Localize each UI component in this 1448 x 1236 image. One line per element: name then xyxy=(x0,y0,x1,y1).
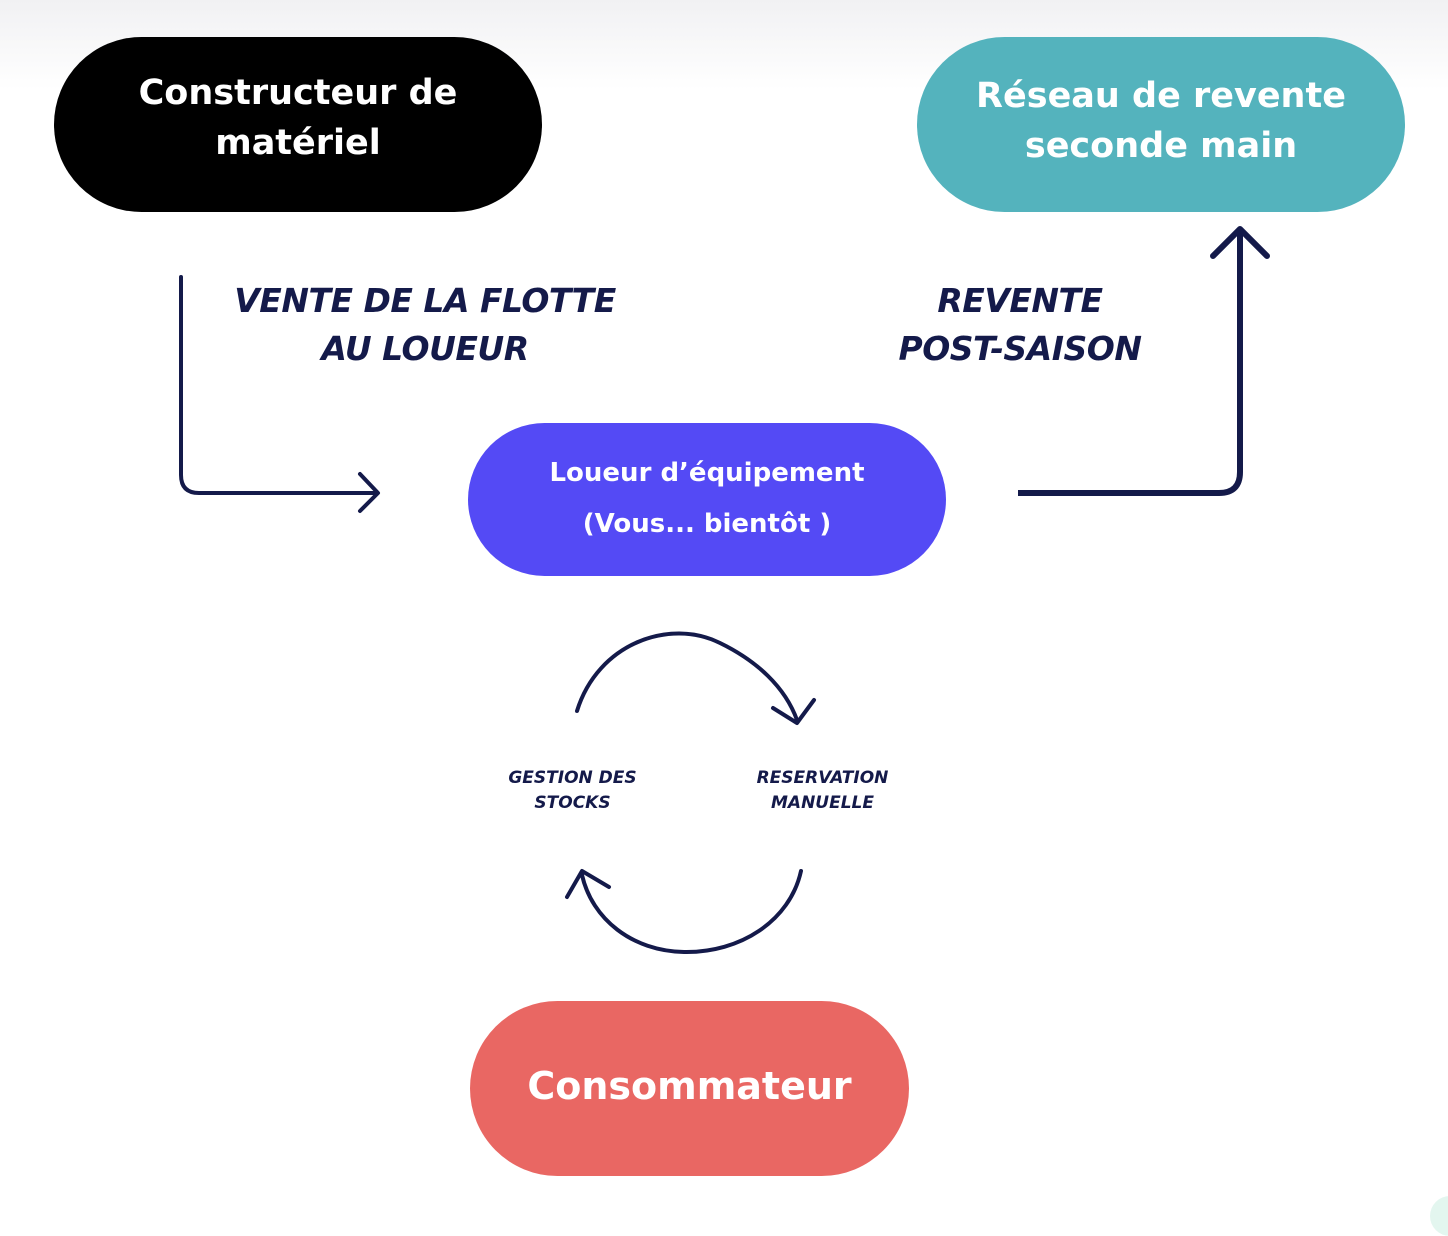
cycle-label-reservation: RESERVATION MANUELLE xyxy=(730,766,915,816)
node-reseau-line2: seconde main xyxy=(1024,125,1298,166)
arrow-vente-line xyxy=(179,275,379,495)
cycle-label-reservation-line2: MANUELLE xyxy=(771,793,874,813)
node-reseau: Réseau de revente seconde main xyxy=(917,37,1405,212)
cycle-arc-bottom-head xyxy=(565,869,611,899)
node-constructeur-line1: Constructeur de xyxy=(138,72,458,113)
edge-label-vente: VENTE DE LA FLOTTE AU LOUEUR xyxy=(205,277,645,373)
arrow-vente-head xyxy=(358,472,380,513)
node-reseau-line1: Réseau de revente xyxy=(976,75,1346,116)
edge-label-vente-line2: AU LOUEUR xyxy=(321,329,529,368)
node-loueur: Loueur d’équipement (Vous... bientôt ) xyxy=(468,423,946,576)
node-constructeur: Constructeur de matériel xyxy=(54,37,542,212)
cycle-arc-top-head xyxy=(771,698,816,725)
cycle-label-gestion: GESTION DES STOCKS xyxy=(480,766,665,816)
cycle-arc-top xyxy=(575,631,799,722)
edge-label-revente-line2: POST-SAISON xyxy=(898,329,1142,368)
cycle-label-reservation-line1: RESERVATION xyxy=(756,768,889,788)
node-consommateur-label: Consommateur xyxy=(527,1063,852,1108)
arrow-revente-line xyxy=(1018,232,1243,496)
edge-label-revente: REVENTE POST-SAISON xyxy=(860,277,1180,373)
cycle-arc-bottom xyxy=(580,869,803,955)
edge-label-vente-line1: VENTE DE LA FLOTTE xyxy=(234,281,616,320)
node-constructeur-line2: matériel xyxy=(215,122,381,163)
cycle-label-gestion-line2: STOCKS xyxy=(534,793,611,813)
arrow-revente-head xyxy=(1210,226,1270,259)
edge-label-revente-line1: REVENTE xyxy=(937,281,1103,320)
cycle-label-gestion-line1: GESTION DES xyxy=(508,768,637,788)
node-loueur-line1: Loueur d’équipement xyxy=(549,457,865,488)
node-loueur-line2: (Vous... bientôt ) xyxy=(582,508,832,539)
node-consommateur: Consommateur xyxy=(470,1001,909,1176)
